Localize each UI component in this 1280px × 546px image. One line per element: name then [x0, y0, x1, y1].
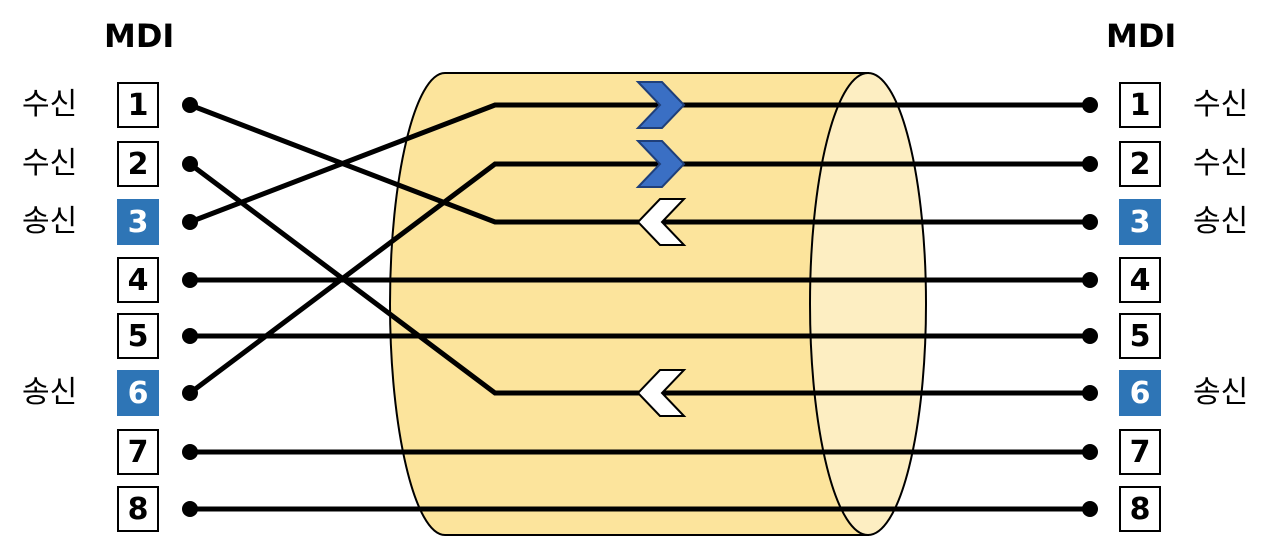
left-pin-7: 7: [117, 429, 159, 475]
chevron-right-icon: [635, 140, 686, 188]
right-dot-6: [1082, 385, 1098, 401]
right-mdi-header: MDI: [1106, 17, 1177, 55]
right-pin-2: 2: [1119, 141, 1161, 187]
right-pin-5: 5: [1119, 313, 1161, 359]
right-dot-5: [1082, 328, 1098, 344]
left-mdi-header: MDI: [104, 17, 175, 55]
left-label-pin2: 수신: [22, 146, 78, 181]
right-label-pin2: 수신: [1193, 146, 1249, 181]
right-dot-8: [1082, 501, 1098, 517]
right-dot-1: [1082, 97, 1098, 113]
right-pin-4: 4: [1119, 257, 1161, 303]
right-label-pin1: 수신: [1193, 87, 1249, 122]
left-pin-6: 6: [117, 370, 159, 416]
chevron-left-icon: [636, 198, 687, 246]
right-dot-2: [1082, 156, 1098, 172]
left-dot-8: [182, 501, 198, 517]
left-pin-3: 3: [117, 199, 159, 245]
right-pin-3: 3: [1119, 199, 1161, 245]
chevron-left-icon: [636, 369, 687, 417]
chevron-right-icon: [635, 81, 686, 129]
left-pin-5: 5: [117, 313, 159, 359]
wire-2-to-6: [187, 161, 1093, 396]
left-dot-5: [182, 328, 198, 344]
left-dot-2: [182, 156, 198, 172]
left-pin-1: 1: [117, 82, 159, 128]
left-pin-2: 2: [117, 141, 159, 187]
left-dot-4: [182, 272, 198, 288]
right-pin-6: 6: [1119, 370, 1161, 416]
right-dot-7: [1082, 444, 1098, 460]
left-label-pin3: 송신: [22, 204, 78, 239]
right-dot-3: [1082, 214, 1098, 230]
left-pin-4: 4: [117, 257, 159, 303]
right-label-pin3: 송신: [1193, 204, 1249, 239]
right-pin-1: 1: [1119, 82, 1161, 128]
wire-3-to-1: [187, 102, 1093, 225]
left-dot-6: [182, 385, 198, 401]
left-label-pin1: 수신: [22, 87, 78, 122]
right-pin-8: 8: [1119, 486, 1161, 532]
wire-6-to-2: [187, 161, 1093, 396]
left-dot-7: [182, 444, 198, 460]
left-dot-3: [182, 214, 198, 230]
left-label-pin6: 송신: [22, 375, 78, 410]
right-label-pin6: 송신: [1193, 375, 1249, 410]
cable-body: [388, 72, 869, 536]
right-dot-4: [1082, 272, 1098, 288]
left-dot-1: [182, 97, 198, 113]
left-pin-8: 8: [117, 486, 159, 532]
wire-1-to-3: [187, 102, 1093, 225]
cable-end: [809, 72, 927, 536]
right-pin-7: 7: [1119, 429, 1161, 475]
